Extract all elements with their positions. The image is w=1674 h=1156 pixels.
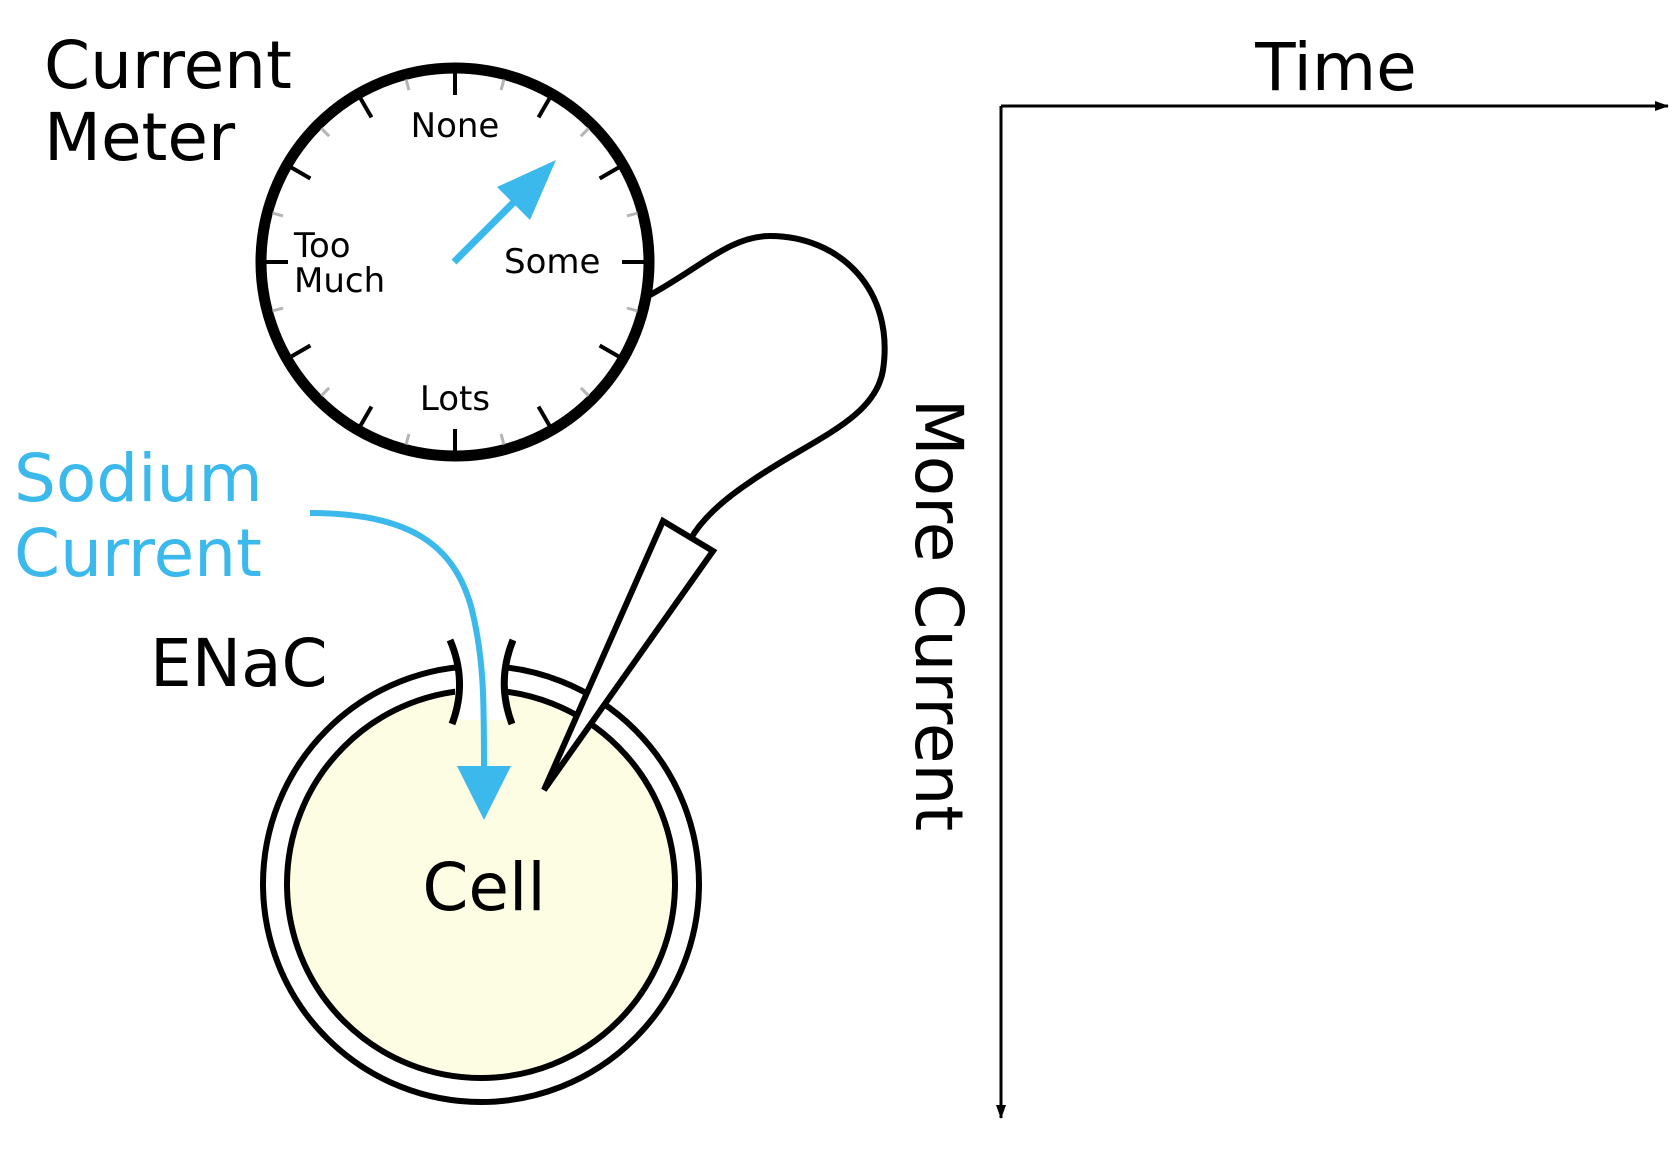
axes: Time More Current xyxy=(900,29,1669,1119)
dial-label-lots: Lots xyxy=(420,379,490,419)
enac-right-half-icon xyxy=(500,638,517,726)
cell: Cell xyxy=(260,638,702,1105)
dial-minor-tick xyxy=(626,306,638,313)
x-axis-label: Time xyxy=(1254,29,1417,106)
dial-needle xyxy=(451,160,556,265)
dial-major-tick xyxy=(536,405,552,427)
meter-title-line1: Current xyxy=(44,27,292,104)
dial-minor-tick xyxy=(579,386,590,397)
dial-minor-tick xyxy=(272,306,284,313)
meter-wire xyxy=(648,232,888,542)
dial-ticks xyxy=(266,73,644,451)
dial-major-tick xyxy=(358,97,374,119)
sodium-label-line2: Current xyxy=(14,515,262,592)
dial-major-tick xyxy=(290,165,312,181)
electrode-pipette xyxy=(541,516,718,792)
sodium-current-arrow xyxy=(309,510,511,820)
dial-label-much: Much xyxy=(294,261,385,301)
dial-major-tick xyxy=(598,343,620,359)
dial-minor-tick xyxy=(626,211,638,218)
current-meter-dial: None Some Lots Too Much xyxy=(255,62,655,462)
dial-major-tick xyxy=(536,97,552,119)
sodium-label-line1: Sodium xyxy=(14,440,263,517)
enac-label: ENaC xyxy=(150,625,328,702)
dial-minor-tick xyxy=(404,433,411,445)
meter-title-line2: Meter xyxy=(44,99,236,176)
dial-minor-tick xyxy=(499,79,506,91)
cell-label: Cell xyxy=(422,849,545,926)
dial-label-too: Too xyxy=(293,226,351,266)
dial-minor-tick xyxy=(579,127,590,138)
dial-label-some: Some xyxy=(504,242,600,282)
dial-label-none: None xyxy=(411,106,500,146)
dial-major-tick xyxy=(598,165,620,181)
y-axis-label: More Current xyxy=(900,399,977,831)
dial-minor-tick xyxy=(404,79,411,91)
dial-major-tick xyxy=(358,405,374,427)
dial-minor-tick xyxy=(499,433,506,445)
dial-minor-tick xyxy=(320,127,331,138)
dial-minor-tick xyxy=(320,386,331,397)
dial-major-tick xyxy=(290,343,312,359)
dial-minor-tick xyxy=(272,211,284,218)
enac-left-half-icon xyxy=(446,638,463,726)
